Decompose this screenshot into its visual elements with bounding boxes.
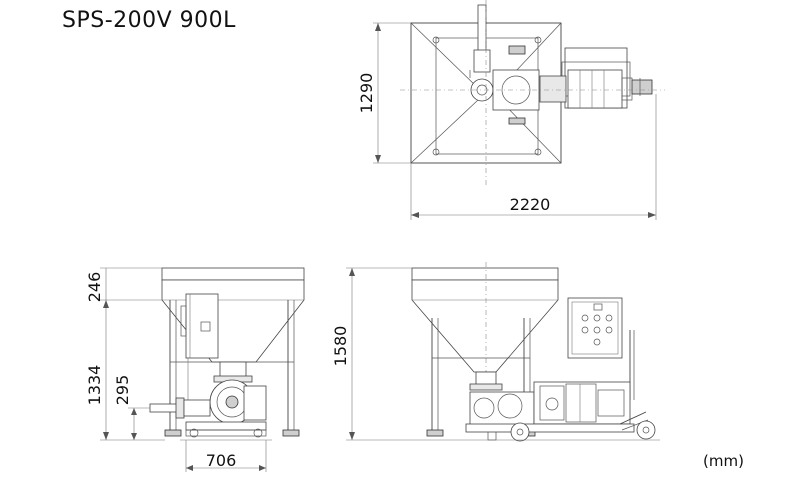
top-view: 1290 2220 bbox=[357, 0, 665, 220]
top-motor bbox=[567, 69, 623, 109]
side-hopper-rim bbox=[161, 267, 305, 281]
dim-side-total: 1334 bbox=[85, 365, 104, 406]
front-view: 1580 bbox=[331, 262, 660, 442]
side-base-frame bbox=[185, 421, 267, 431]
top-handle bbox=[631, 79, 653, 95]
dim-side-hopper-top: 246 bbox=[85, 272, 104, 303]
front-hopper-rim bbox=[411, 267, 559, 281]
side-control-box bbox=[185, 293, 219, 359]
dim-front-total: 1580 bbox=[331, 326, 350, 367]
side-discharge-pipe bbox=[149, 403, 181, 413]
model-title: SPS-200V 900L bbox=[62, 8, 236, 33]
front-motor bbox=[533, 381, 631, 425]
dim-side-outlet: 295 bbox=[113, 375, 132, 406]
side-hopper-cone bbox=[161, 279, 305, 363]
side-view: 246 1334 295 706 bbox=[85, 267, 305, 472]
dim-side-base: 706 bbox=[206, 451, 237, 470]
front-wheel-left bbox=[510, 422, 530, 442]
front-cart-base bbox=[465, 423, 635, 433]
front-wheel-right bbox=[636, 420, 656, 440]
dim-top-width: 2220 bbox=[510, 195, 551, 214]
unit-label: (mm) bbox=[703, 452, 744, 470]
dim-top-depth: 1290 bbox=[357, 73, 376, 114]
